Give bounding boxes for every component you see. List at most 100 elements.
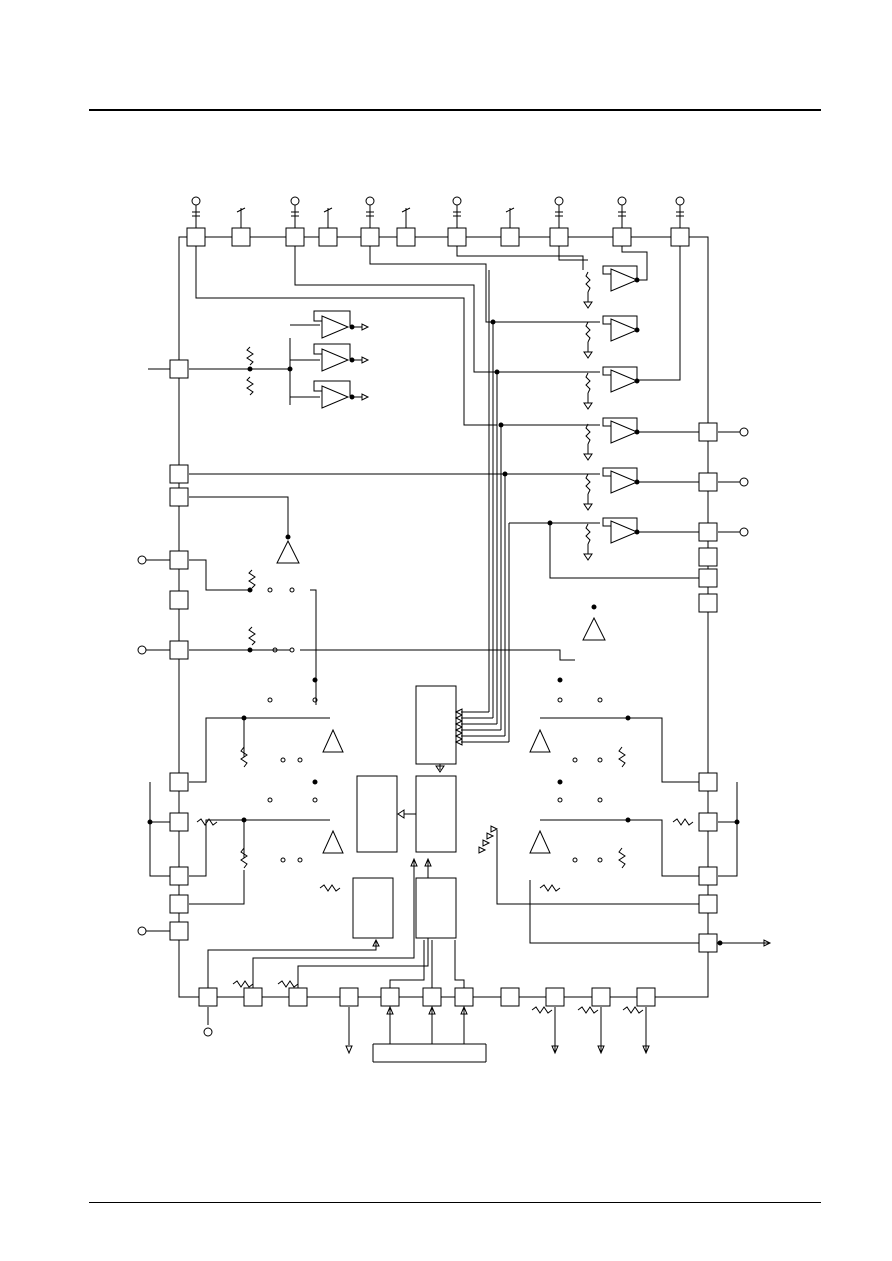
output-arrow — [597, 1045, 605, 1055]
pin-pad — [288, 987, 308, 1007]
switch-contact — [597, 757, 603, 763]
ground-symbol — [401, 207, 411, 213]
op-amp — [610, 470, 639, 494]
resistor — [246, 376, 254, 396]
terminal-circle — [137, 645, 147, 655]
bus-arrow — [454, 708, 463, 716]
pin-pad — [422, 987, 442, 1007]
pin-pad — [500, 987, 520, 1007]
flow-arrow — [428, 1005, 436, 1015]
junction-dot — [247, 366, 253, 372]
pin-pad — [169, 772, 189, 792]
terminal-circle — [675, 196, 685, 206]
potentiometer — [585, 321, 591, 343]
switch-contact — [267, 587, 273, 593]
bus-arrow — [454, 738, 463, 746]
switch-contact — [267, 697, 273, 703]
pin-pad — [698, 472, 718, 492]
switch-contact — [267, 797, 273, 803]
flow-arrow — [386, 1005, 394, 1015]
junction-dot — [557, 779, 563, 785]
junction-dot — [494, 369, 500, 375]
pin-pad — [339, 987, 359, 1007]
switch-contact — [297, 757, 303, 763]
output-arrow — [551, 1045, 559, 1055]
flow-arrow — [424, 857, 432, 867]
resistor — [319, 884, 341, 892]
junction-dot — [312, 779, 318, 785]
terminal-circle — [739, 477, 749, 487]
switch-contact — [312, 797, 318, 803]
op-amp — [582, 616, 606, 641]
output-arrow — [345, 1045, 353, 1055]
junction-dot — [285, 534, 291, 540]
flow-arrow — [397, 809, 405, 819]
op-amp — [610, 369, 639, 393]
pin-pad — [169, 866, 189, 886]
pin-pad — [698, 933, 718, 953]
pin-pad — [612, 227, 632, 247]
potentiometer — [585, 523, 591, 545]
pin-pad — [698, 593, 718, 613]
ground-symbol — [323, 207, 333, 213]
ground-symbol — [583, 453, 593, 461]
junction-dot — [717, 940, 723, 946]
op-amp — [321, 348, 350, 372]
pin-pad — [636, 987, 656, 1007]
junction-dot — [547, 520, 553, 526]
pin-pad — [454, 987, 474, 1007]
pin-pad — [169, 812, 189, 832]
output-arrow — [361, 393, 370, 401]
resistor — [531, 1006, 553, 1014]
potentiometer — [618, 847, 626, 869]
op-amp — [322, 728, 344, 753]
pin-pad — [500, 227, 520, 247]
junction-dot — [241, 715, 247, 721]
flow-arrow — [460, 1005, 468, 1015]
output-arrow — [361, 323, 370, 331]
ground-symbol — [583, 402, 593, 410]
bus-arrow — [482, 839, 491, 847]
ground-symbol — [583, 503, 593, 511]
switch-contact — [597, 797, 603, 803]
switch-contact — [312, 697, 318, 703]
pin-pad — [591, 987, 611, 1007]
potentiometer — [240, 746, 248, 768]
switch-contact — [280, 757, 286, 763]
pin-pad — [698, 772, 718, 792]
junction-dot — [734, 819, 740, 825]
op-amps — [276, 265, 640, 854]
ground-symbol — [236, 207, 246, 213]
ground-symbol — [583, 301, 593, 309]
switch-contact — [572, 757, 578, 763]
junction-dot — [591, 604, 597, 610]
pin-pad — [545, 987, 565, 1007]
switch-contact — [557, 697, 563, 703]
terminal-circle — [452, 196, 462, 206]
junction-dot — [287, 366, 293, 372]
potentiometer — [585, 473, 591, 495]
terminal-circle — [739, 427, 749, 437]
pin-pad — [396, 227, 416, 247]
output-arrow — [763, 939, 772, 947]
wires — [148, 246, 770, 1063]
flow-arrow — [372, 938, 380, 947]
op-amp — [529, 829, 551, 854]
arrows — [345, 323, 772, 1055]
pin-pad — [169, 590, 189, 610]
junction-dot — [312, 677, 318, 683]
bus-arrow — [454, 720, 463, 728]
resistor — [248, 626, 256, 646]
ground-symbol — [583, 553, 593, 561]
bus-arrow — [490, 825, 499, 833]
switch-contact — [597, 697, 603, 703]
junction-dot — [625, 817, 631, 823]
pin-pad — [243, 987, 263, 1007]
ground-symbol — [505, 207, 515, 213]
op-amp — [276, 539, 300, 564]
terminal-circle — [554, 196, 564, 206]
switch-contact — [272, 647, 278, 653]
terminal-circle — [365, 196, 375, 206]
resistor — [622, 1006, 644, 1014]
symbols — [137, 196, 749, 1037]
